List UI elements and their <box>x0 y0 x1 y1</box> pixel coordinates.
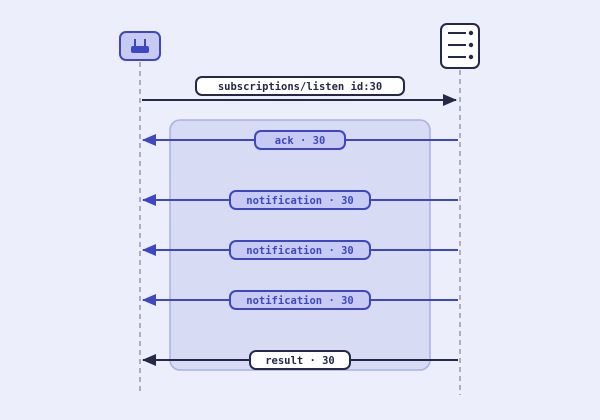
message-label-notification-2: notification · 30 <box>229 240 371 260</box>
router-icon <box>119 31 161 61</box>
message-label-ack: ack · 30 <box>254 130 346 150</box>
message-label-notification-3: notification · 30 <box>229 290 371 310</box>
message-label-result: result · 30 <box>249 350 351 370</box>
message-label-notification-1: notification · 30 <box>229 190 371 210</box>
message-label-listen: subscriptions/listen id:30 <box>195 76 405 96</box>
server-icon <box>440 23 480 69</box>
